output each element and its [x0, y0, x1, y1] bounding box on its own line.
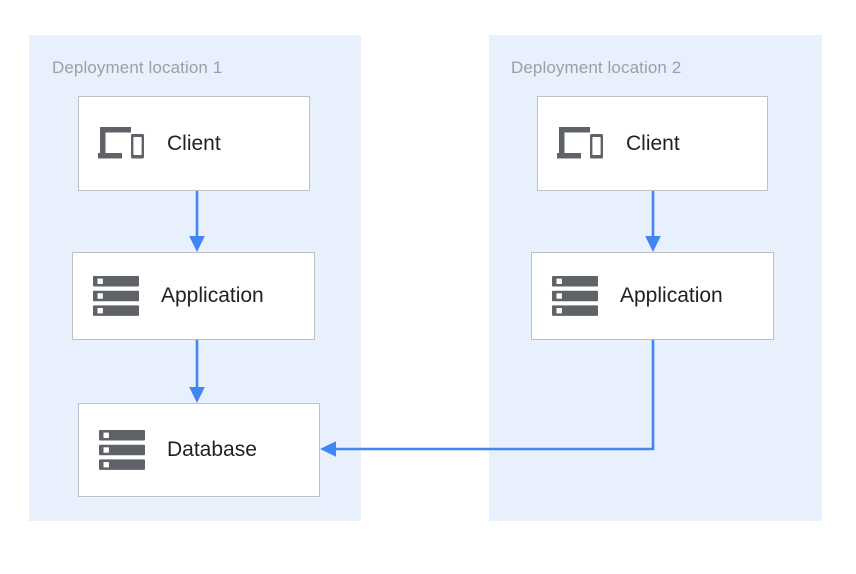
node-application-1[interactable]: Application	[72, 252, 315, 340]
node-client-2-label: Client	[626, 131, 680, 155]
connector-application2-to-database1	[312, 340, 662, 460]
node-database-1-label: Database	[167, 438, 257, 461]
node-client-1[interactable]: Client	[78, 96, 310, 191]
node-application-2-label: Application	[620, 284, 723, 307]
server-icon	[544, 275, 606, 317]
node-application-2[interactable]: Application	[531, 252, 774, 340]
node-application-1-label: Application	[161, 284, 264, 307]
node-client-1-label: Client	[167, 131, 221, 155]
node-client-2[interactable]: Client	[537, 96, 768, 191]
server-icon	[91, 429, 153, 471]
server-icon	[85, 275, 147, 317]
devices-icon	[550, 125, 612, 163]
connector-client2-to-application2	[642, 191, 664, 253]
connector-application1-to-database1	[186, 340, 208, 404]
node-database-1[interactable]: Database	[78, 403, 320, 497]
devices-icon	[91, 125, 153, 163]
deployment-zone-2-label: Deployment location 2	[511, 58, 682, 77]
deployment-zone-1-label: Deployment location 1	[52, 58, 223, 77]
connector-client1-to-application1	[186, 191, 208, 253]
